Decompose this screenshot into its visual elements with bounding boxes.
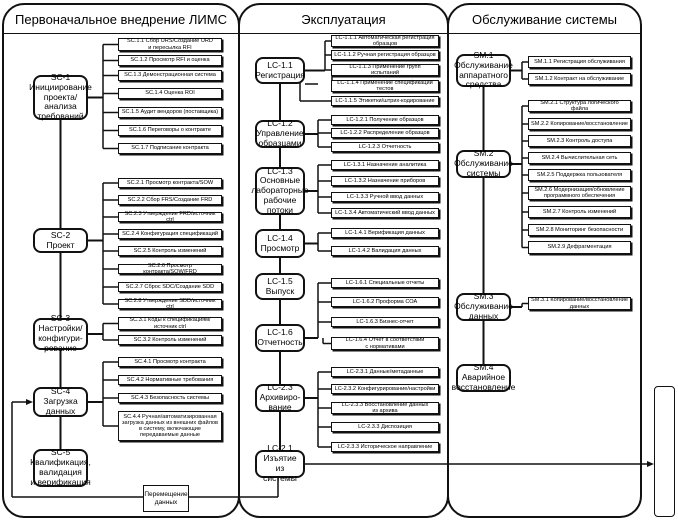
- subprocess-box: LC-1.6.2 Проформа СОА: [331, 297, 439, 307]
- subprocess-box: SM.1.2 Контракт на обслуживание: [528, 73, 631, 85]
- subprocess-box: SC.4.1 Просмотр контракта: [118, 357, 222, 367]
- subprocess-box: SC.2.5 Контроль изменений: [118, 246, 222, 256]
- arrow-head-icon: [647, 461, 654, 467]
- data-move-box: Перемещение данных: [143, 485, 189, 512]
- subprocess-box: LC-1.1.4 Применение спецификаций тестов: [331, 80, 439, 92]
- lane-title-operation: Эксплуатация: [240, 5, 447, 34]
- subprocess-box: LC-1.1.2 Ручная регистрация образцов: [331, 50, 439, 60]
- subprocess-box: SM.2.5 Поддержка пользователя: [528, 169, 631, 181]
- subprocess-box: SC.4.2 Нормативные требования: [118, 375, 222, 385]
- subprocess-box: LC-1.1.1 Автоматическая регистрация обра…: [331, 35, 439, 47]
- subprocess-box: SM.2.2 Копирование/восстановление: [528, 118, 631, 130]
- subprocess-box: SC.3.1 Коды к спецификациям/ источник ct…: [118, 317, 222, 330]
- process-node-lc-1-5: LC-1.5 Выпуск: [255, 273, 305, 300]
- subprocess-box: SC.2.8 Утверждение SDD/источник ctrl: [118, 298, 222, 310]
- subprocess-box: LC-1.3.4 Автоматический ввод данных: [331, 208, 439, 218]
- subprocess-box: LC-2.3.3 Восстановление данных из архива: [331, 402, 439, 414]
- process-node-sm-2: SM.2 Обслуживание системы: [454, 148, 513, 178]
- subprocess-box: SC.1.3 Демонстрационная система: [118, 70, 222, 81]
- process-node-lc-1-3: LC-1.3 Основные лабораторные рабочие пот…: [251, 165, 309, 215]
- subprocess-box: SM.1.1 Регистрация обслуживания: [528, 56, 631, 68]
- subprocess-box: SC.2.4 Конфигурация спецификаций: [118, 229, 222, 239]
- subprocess-box: LC-1.3.1 Назначение аналитика: [331, 160, 439, 170]
- subprocess-box: LC-1.4.2 Валидация данных: [331, 246, 439, 256]
- subprocess-box: SC.2.7 Сброс SDC/Создание SDD: [118, 282, 222, 292]
- subprocess-box: SC.1.6 Переговоры о контракте: [118, 125, 222, 136]
- subprocess-box: LC-1.3.3 Ручной ввод данных: [331, 192, 439, 202]
- subprocess-box: LC-1.6.4 Отчет в соответствии с норматив…: [331, 337, 439, 350]
- subprocess-box: LC-1.3.2 Назначение приборов: [331, 176, 439, 186]
- subprocess-box: SM.2.6 Модернизация/обновление программн…: [528, 186, 631, 200]
- subprocess-box: LC-2.3.2 Конфигурирование/настройки: [331, 384, 439, 394]
- process-node-sm-3: SM.3 Обслуживание данных: [454, 291, 513, 321]
- arrow-head-icon: [26, 399, 33, 405]
- process-node-lc-1-1: LC-1.1 Регистрация: [255, 57, 305, 84]
- subprocess-box: LC-1.6.3 Бизнес-отчет: [331, 317, 439, 327]
- subprocess-box: SC.1.1 Сбор URS/Создание URD и пересылка…: [118, 38, 222, 51]
- process-node-sm-1: SM.1 Обслуживание аппаратного средства: [454, 49, 513, 90]
- lane-maintenance: Обслуживание системы: [447, 3, 642, 518]
- subprocess-box: LC-2.3.3 Диспозиция: [331, 422, 439, 432]
- subprocess-box: LC-1.2.1 Получение образцов: [331, 115, 439, 125]
- subprocess-box: SM.2.7 Контроль изменений: [528, 206, 631, 218]
- subprocess-box: LC-2.3.3 Историческое направление: [331, 442, 439, 452]
- process-node-lc-1-4: LC-1.4 Просмотр: [255, 229, 305, 258]
- subprocess-box: SM.2.3 Контроль доступа: [528, 135, 631, 147]
- subprocess-box: SC.2.1 Просмотр контракта/SOW: [118, 178, 222, 188]
- lane-title-maintenance: Обслуживание системы: [449, 5, 640, 34]
- subprocess-box: SC.2.2 Сбор FRS/Создание FRD: [118, 195, 222, 205]
- subprocess-box: LC-2.3.1 Данные/метаданные: [331, 367, 439, 377]
- process-node-sc-1: SC-1 Инициирование проекта/анализа требо…: [29, 72, 92, 122]
- subprocess-box: LC-1.1.3 Применение групп испытаний: [331, 64, 439, 76]
- subprocess-box: SM.2.1 Структура логического файла: [528, 100, 631, 112]
- subprocess-box: SM.2.9 Дефрагментация: [528, 241, 631, 254]
- subprocess-box: SM.3.1 Копирование/восстановление данных: [528, 297, 631, 310]
- subprocess-box: LC-1.6.1 Специальные отчеты: [331, 278, 439, 288]
- subprocess-box: SC.1.4 Оценка ROI: [118, 88, 222, 99]
- subprocess-box: SC.4.3 Безопасность системы: [118, 393, 222, 403]
- subprocess-box: LC-1.4.1 Верификация данных: [331, 228, 439, 238]
- process-node-lc-2-3: LC-2.3 Архивиро- вание: [255, 382, 305, 412]
- process-node-sc-3: SC-3 Настройки/ конфигури- рование: [33, 314, 88, 353]
- process-node-lc-1-6: LC-1.6 Отчетность: [255, 324, 305, 352]
- process-node-sm-4: SM.4 Аварийное восстановление: [451, 362, 516, 392]
- process-node-lc-2-1: LC-2.1 Изъятие из системы: [255, 444, 305, 483]
- lane-title-implementation: Первоначальное внедрение ЛИМС: [4, 5, 238, 34]
- subprocess-box: SC.1.5 Аудит вендоров (поставщика): [118, 107, 222, 118]
- subprocess-box: SM.2.8 Мониторинг безопасности: [528, 224, 631, 236]
- subprocess-box: SC.1.2 Просмотр RFI и оценка: [118, 55, 222, 66]
- process-node-sc-2: SC-2 Проект: [33, 228, 88, 253]
- subprocess-box: SC.2.3 Утверждение FRD/источник ctrl: [118, 211, 222, 223]
- subprocess-box: LC-1.2.2 Распределение образцов: [331, 128, 439, 138]
- subprocess-box: SC.2.6 Просмотр контракта/SOW/FRD: [118, 263, 222, 275]
- process-node-sc-5: SC-5 Квалификация, валидация и верификац…: [30, 447, 91, 487]
- subprocess-box: SC.3.2 Контроль изменений: [118, 335, 222, 345]
- subprocess-box: LC-1.1.5 Этикетки/штрих-кодирование: [331, 96, 439, 106]
- process-node-lc-1-2: LC-1.2 Управление образцами: [255, 118, 305, 148]
- subprocess-box: SM.2.4 Вычислительная сеть: [528, 152, 631, 164]
- subprocess-box: SC.4.4 Ручная/автоматизированная загрузк…: [118, 411, 222, 441]
- subprocess-box: SC.1.7 Подписание контракта: [118, 143, 222, 154]
- external-system-box: [654, 386, 675, 517]
- process-node-sc-4: SC-4 Загрузка данных: [33, 386, 88, 417]
- subprocess-box: LC-1.2.3 Отчетность: [331, 142, 439, 152]
